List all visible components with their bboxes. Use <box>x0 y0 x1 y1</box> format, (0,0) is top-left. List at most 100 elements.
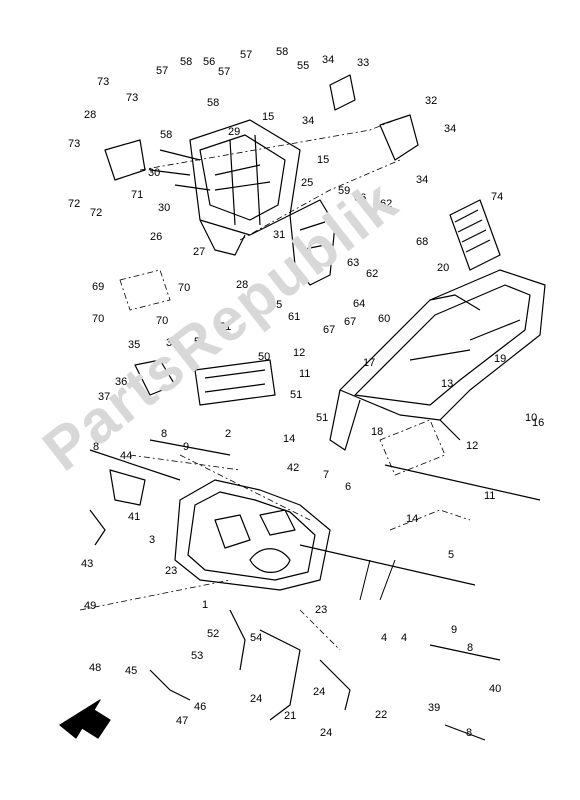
callout-label-31: 31 <box>273 229 285 241</box>
callout-label-24b: 24 <box>250 693 262 705</box>
callout-label-33: 33 <box>357 57 369 69</box>
callout-label-70a: 70 <box>178 282 190 294</box>
callout-label-58a: 58 <box>276 46 288 58</box>
callout-label-13: 13 <box>441 378 453 390</box>
callout-label-8d: 8 <box>466 727 472 739</box>
callout-label-62a: 62 <box>380 198 392 210</box>
callout-label-24a: 24 <box>313 686 325 698</box>
callout-label-51c: 51 <box>290 389 302 401</box>
callout-label-71: 71 <box>131 189 143 201</box>
callout-label-39: 39 <box>428 702 440 714</box>
callout-label-17: 17 <box>363 357 375 369</box>
callout-label-52: 52 <box>207 628 219 640</box>
callout-label-51d: 51 <box>316 412 328 424</box>
callout-label-22: 22 <box>375 709 387 721</box>
callout-label-62b: 62 <box>366 268 378 280</box>
callout-label-34b: 34 <box>302 115 314 127</box>
callout-label-68: 68 <box>416 236 428 248</box>
callout-label-30a: 30 <box>148 167 160 179</box>
callout-label-43: 43 <box>81 558 93 570</box>
callout-label-54: 54 <box>250 632 262 644</box>
callout-label-19: 19 <box>494 353 506 365</box>
callout-label-74: 74 <box>491 191 503 203</box>
callout-label-32: 32 <box>425 95 437 107</box>
callout-label-41: 41 <box>128 511 140 523</box>
callout-label-25: 25 <box>301 177 313 189</box>
callout-label-67a: 67 <box>323 324 335 336</box>
callout-label-9b: 9 <box>451 624 457 636</box>
callout-label-45: 45 <box>125 665 137 677</box>
callout-label-66: 66 <box>354 192 366 204</box>
callout-label-60: 60 <box>378 313 390 325</box>
callout-label-34c: 34 <box>444 123 456 135</box>
callout-label-57a: 57 <box>240 49 252 61</box>
callout-label-2: 2 <box>225 428 231 440</box>
callout-label-29: 29 <box>228 126 240 138</box>
callout-label-1: 1 <box>202 599 208 611</box>
callout-label-7: 7 <box>323 469 329 481</box>
callout-label-8b: 8 <box>93 441 99 453</box>
callout-label-30b: 30 <box>158 202 170 214</box>
callout-label-51b: 51 <box>194 336 206 348</box>
callout-label-46: 46 <box>194 701 206 713</box>
callout-label-58d: 58 <box>160 129 172 141</box>
callout-label-4b: 4 <box>401 632 407 644</box>
callout-label-3: 3 <box>149 534 155 546</box>
callout-label-14a: 14 <box>283 433 295 445</box>
callout-label-20: 20 <box>437 262 449 274</box>
callout-label-10: 10 <box>525 412 537 424</box>
callout-label-34a: 34 <box>322 54 334 66</box>
callout-label-4a: 4 <box>381 632 387 644</box>
callout-label-12a: 12 <box>293 347 305 359</box>
callout-label-53: 53 <box>191 650 203 662</box>
callout-label-56: 56 <box>203 56 215 68</box>
callout-label-55: 55 <box>297 60 309 72</box>
callout-label-72a: 72 <box>68 198 80 210</box>
callout-label-57b: 57 <box>156 65 168 77</box>
callout-label-72b: 72 <box>90 207 102 219</box>
callout-label-8c: 8 <box>467 642 473 654</box>
callout-label-65: 65 <box>270 299 282 311</box>
callout-label-67b: 67 <box>344 316 356 328</box>
callout-label-34d: 34 <box>416 174 428 186</box>
callout-label-49: 49 <box>84 600 96 612</box>
callout-label-9a: 9 <box>183 441 189 453</box>
callout-label-58c: 58 <box>207 97 219 109</box>
callout-label-24c: 24 <box>320 727 332 739</box>
callout-label-35: 35 <box>128 339 140 351</box>
callout-label-15b: 15 <box>317 154 329 166</box>
callout-label-40: 40 <box>489 683 501 695</box>
callout-label-58b: 58 <box>180 56 192 68</box>
callout-label-28a: 28 <box>84 109 96 121</box>
main-frame-drawing <box>59 74 546 741</box>
callout-label-50: 50 <box>258 351 270 363</box>
callout-label-51a: 51 <box>219 321 231 333</box>
callout-label-73a: 73 <box>97 76 109 88</box>
callout-label-48: 48 <box>89 662 101 674</box>
callout-label-73c: 73 <box>68 138 80 150</box>
callout-label-36: 36 <box>115 376 127 388</box>
callout-label-8a: 8 <box>161 428 167 440</box>
callout-label-26: 26 <box>150 231 162 243</box>
callout-label-11b: 11 <box>484 490 495 502</box>
callout-label-57c: 57 <box>218 66 230 78</box>
callout-label-16: 16 <box>532 417 544 429</box>
callout-label-11a: 11 <box>299 368 310 380</box>
callout-label-6: 6 <box>345 481 351 493</box>
callout-label-21: 21 <box>284 710 296 722</box>
callout-label-28b: 28 <box>236 279 248 291</box>
callout-label-44: 44 <box>120 450 132 462</box>
callout-label-70c: 70 <box>156 315 168 327</box>
callout-label-63: 63 <box>347 257 359 269</box>
callout-label-12b: 12 <box>466 440 478 452</box>
callout-label-23b: 23 <box>315 604 327 616</box>
callout-label-64: 64 <box>353 298 365 310</box>
callout-label-15a: 15 <box>262 111 274 123</box>
callout-label-69: 69 <box>92 281 104 293</box>
callout-label-73b: 73 <box>126 92 138 104</box>
callout-label-42: 42 <box>287 462 299 474</box>
callout-label-27: 27 <box>193 246 205 258</box>
